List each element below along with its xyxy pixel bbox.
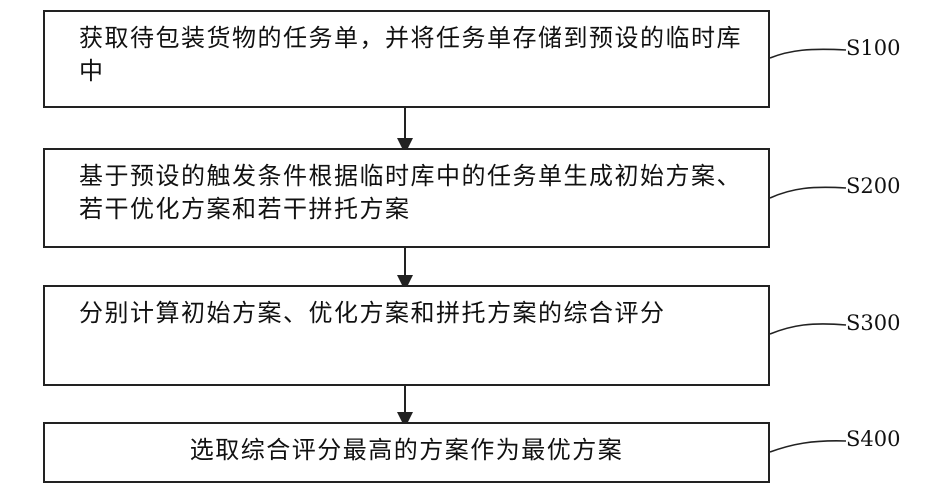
step-text-s100: 获取待包装货物的任务单，并将任务单存储到预设的临时库中 <box>79 22 754 88</box>
leader-s200 <box>770 187 846 198</box>
step-box-s100: 获取待包装货物的任务单，并将任务单存储到预设的临时库中 <box>43 10 770 108</box>
step-box-s400: 选取综合评分最高的方案作为最优方案 <box>43 422 770 483</box>
leader-s400 <box>770 441 846 452</box>
leader-s300 <box>770 324 846 334</box>
step-label-s200: S200 <box>846 174 900 198</box>
step-label-s100: S100 <box>846 36 900 60</box>
step-text-s400: 选取综合评分最高的方案作为最优方案 <box>45 434 768 467</box>
step-box-s300: 分别计算初始方案、优化方案和拼托方案的综合评分 <box>43 285 770 386</box>
step-label-s400: S400 <box>846 427 900 451</box>
step-box-s200: 基于预设的触发条件根据临时库中的任务单生成初始方案、若干优化方案和若干拼托方案 <box>43 148 770 248</box>
leader-s100 <box>770 49 846 58</box>
step-label-s300: S300 <box>846 311 900 335</box>
step-text-s200: 基于预设的触发条件根据临时库中的任务单生成初始方案、若干优化方案和若干拼托方案 <box>79 160 754 226</box>
step-text-s300: 分别计算初始方案、优化方案和拼托方案的综合评分 <box>79 297 754 330</box>
